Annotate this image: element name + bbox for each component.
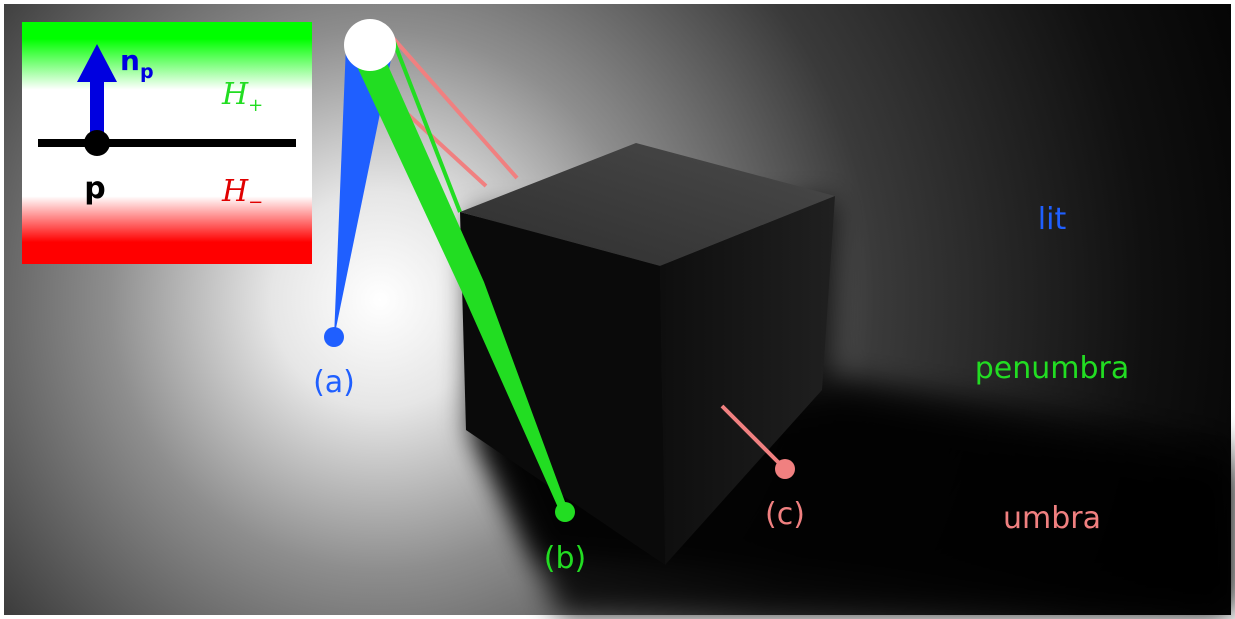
normal-arrow-icon: [77, 44, 117, 82]
upper-halfspace-label: H+: [221, 77, 263, 116]
legend-penumbra: penumbra: [975, 351, 1130, 386]
sample-point-a: [324, 327, 344, 347]
lower-halfspace-label: H−: [221, 174, 263, 213]
cube-right-face: [660, 196, 835, 565]
halfspace-inset: np p H+ H−: [22, 22, 312, 264]
point-p-dot: [84, 130, 110, 156]
area-light-icon: [344, 19, 396, 71]
legend-lit: lit: [1038, 202, 1067, 237]
normal-subscript: p: [140, 61, 154, 83]
sample-label-c: (c): [765, 497, 805, 532]
sample-point-b: [555, 502, 575, 522]
sample-point-c: [775, 459, 795, 479]
legend-umbra: umbra: [1003, 501, 1101, 536]
cube-front-face: [460, 212, 665, 565]
sample-label-a: (a): [313, 365, 355, 400]
penumbra-ray: [392, 41, 462, 213]
normal-label: np: [120, 44, 154, 83]
penumbra-cone: [354, 52, 568, 512]
umbra-ray-1: [391, 36, 519, 180]
point-label: p: [84, 171, 105, 206]
lit-cone: [334, 45, 394, 338]
cube-top-face: [460, 143, 835, 266]
sample-label-b: (b): [544, 541, 586, 576]
umbra-ray-c: [720, 404, 786, 470]
